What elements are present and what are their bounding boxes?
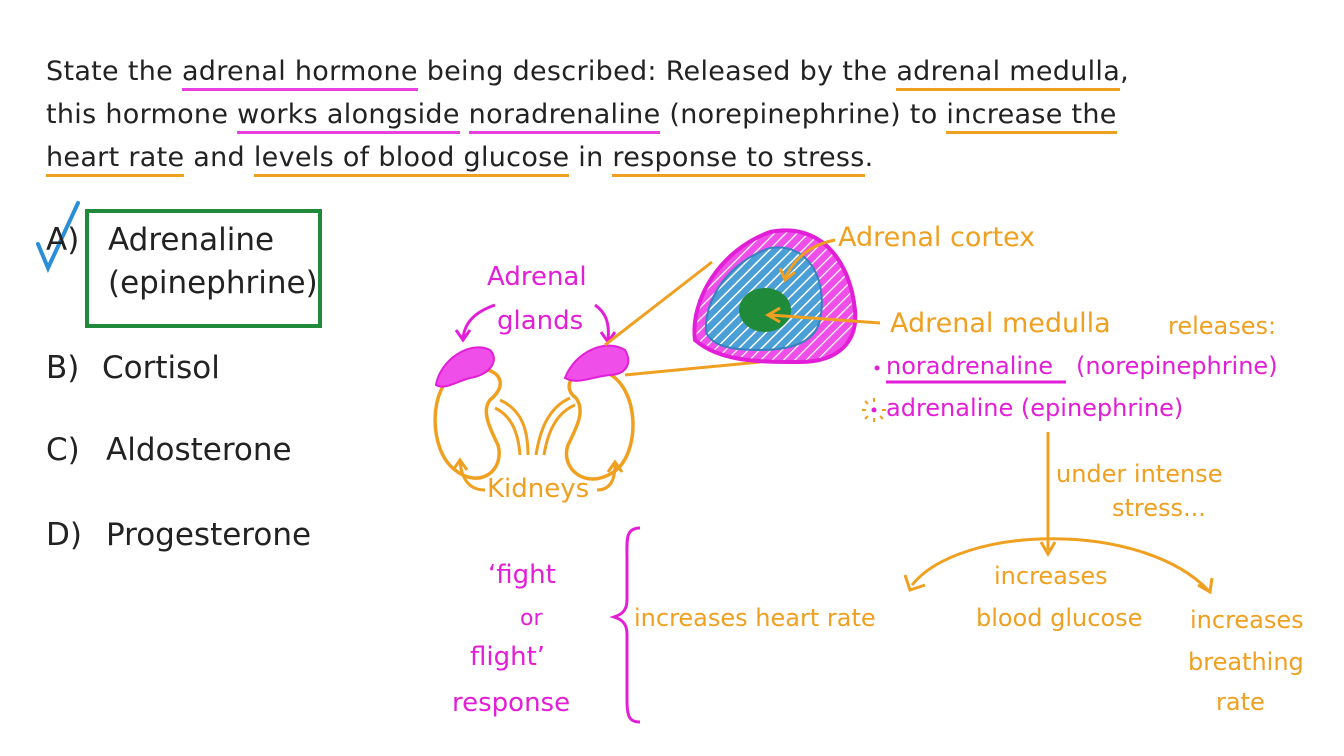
- label-releases: releases:: [1168, 312, 1277, 340]
- highlight-response-to-stress: response to stress: [612, 142, 865, 177]
- option-b-letter: B): [46, 350, 80, 386]
- arrow-kidney-right: [596, 464, 617, 492]
- option-c[interactable]: C): [46, 432, 80, 468]
- question-text: this hormone: [46, 99, 238, 130]
- question-text: (norepinephrine) to: [660, 99, 947, 130]
- zoom-line-top: [604, 260, 713, 347]
- option-a-text-line1[interactable]: Adrenaline: [108, 222, 275, 258]
- label-effect-glucose-1: increases: [994, 562, 1108, 590]
- arrow-kidney-left: [458, 461, 486, 492]
- arrow-left-gland: [461, 303, 496, 339]
- label-adrenal-cortex: Adrenal cortex: [838, 222, 1036, 253]
- label-fight-2: or: [520, 606, 543, 631]
- arrow-right-gland: [594, 303, 610, 341]
- highlight-heart-rate: heart rate: [46, 142, 185, 177]
- adrenal-gland-right: [563, 344, 630, 382]
- question-text: State the: [46, 56, 182, 87]
- question-text: .: [864, 142, 874, 173]
- option-d[interactable]: D): [46, 517, 82, 553]
- option-b[interactable]: B): [46, 350, 79, 386]
- label-fight-3: flight’: [470, 642, 546, 672]
- arrow-medulla: [769, 313, 881, 325]
- label-adrenaline: adrenaline (epinephrine): [886, 394, 1184, 422]
- bullet-dot: [871, 407, 877, 413]
- ureter-right: [534, 396, 576, 456]
- option-a-text-line2[interactable]: (epinephrine): [108, 265, 318, 301]
- label-under-stress-2: stress...: [1112, 494, 1206, 522]
- label-adrenal-glands-2: glands: [497, 306, 584, 336]
- option-c-letter: C): [46, 432, 80, 468]
- option-d-text[interactable]: Progesterone: [106, 517, 312, 553]
- highlight-noradrenaline: noradrenaline: [468, 99, 661, 134]
- bullet-dot: [874, 365, 880, 371]
- option-a-letter: A): [46, 222, 80, 258]
- sparkle-icon: [862, 398, 886, 422]
- highlight-adrenal-hormone: adrenal hormone: [181, 56, 418, 91]
- label-adrenal-glands-1: Adrenal: [487, 262, 587, 292]
- highlight-blood-glucose: levels of blood glucose: [253, 142, 570, 177]
- adrenal-gland-left: [434, 346, 495, 388]
- label-kidneys: Kidneys: [487, 474, 590, 504]
- adrenal-medulla-core: [739, 288, 791, 332]
- option-b-text[interactable]: Cortisol: [102, 350, 220, 386]
- label-effect-glucose-2: blood glucose: [976, 604, 1143, 632]
- highlight-works-alongside: works alongside: [237, 99, 460, 134]
- brace-fight-or-flight: [609, 526, 641, 724]
- option-a[interactable]: A): [46, 222, 79, 258]
- question-line-2: this hormone works alongside noradrenali…: [46, 99, 1117, 134]
- option-d-letter: D): [46, 517, 82, 553]
- label-under-stress-1: under intense: [1056, 460, 1223, 488]
- label-norepinephrine: (norepinephrine): [1076, 352, 1278, 380]
- label-effect-breathing-2: breathing: [1188, 648, 1304, 676]
- question-text: being described: Released by the: [417, 56, 897, 87]
- kidney-left: [433, 366, 502, 480]
- checkmark-icon: [36, 201, 80, 273]
- label-fight-1: ‘fight: [488, 560, 556, 590]
- label-noradrenaline: noradrenaline: [886, 352, 1054, 380]
- zoom-line-bottom: [624, 360, 761, 377]
- highlight-adrenal-medulla: adrenal medulla: [896, 56, 1121, 91]
- question-line-1: State the adrenal hormone being describe…: [46, 56, 1129, 91]
- arrow-cortex: [783, 238, 836, 279]
- correct-answer-box: [85, 209, 322, 328]
- arc-arrow: [910, 537, 1210, 592]
- option-c-text[interactable]: Aldosterone: [106, 432, 292, 468]
- question-text: ,: [1120, 56, 1129, 87]
- label-fight-4: response: [452, 688, 571, 718]
- question-text: and: [184, 142, 254, 173]
- ureter-left: [494, 398, 530, 456]
- highlight-increase-the: increase the: [946, 99, 1117, 134]
- label-effect-breathing-3: rate: [1216, 688, 1265, 716]
- label-effect-breathing-1: increases: [1190, 606, 1304, 634]
- label-effect-heart-rate: increases heart rate: [634, 604, 876, 632]
- question-text: in: [569, 142, 613, 173]
- kidney-right: [564, 366, 635, 481]
- label-adrenal-medulla: Adrenal medulla: [890, 308, 1111, 339]
- question-line-3: heart rate and levels of blood glucose i…: [46, 142, 874, 177]
